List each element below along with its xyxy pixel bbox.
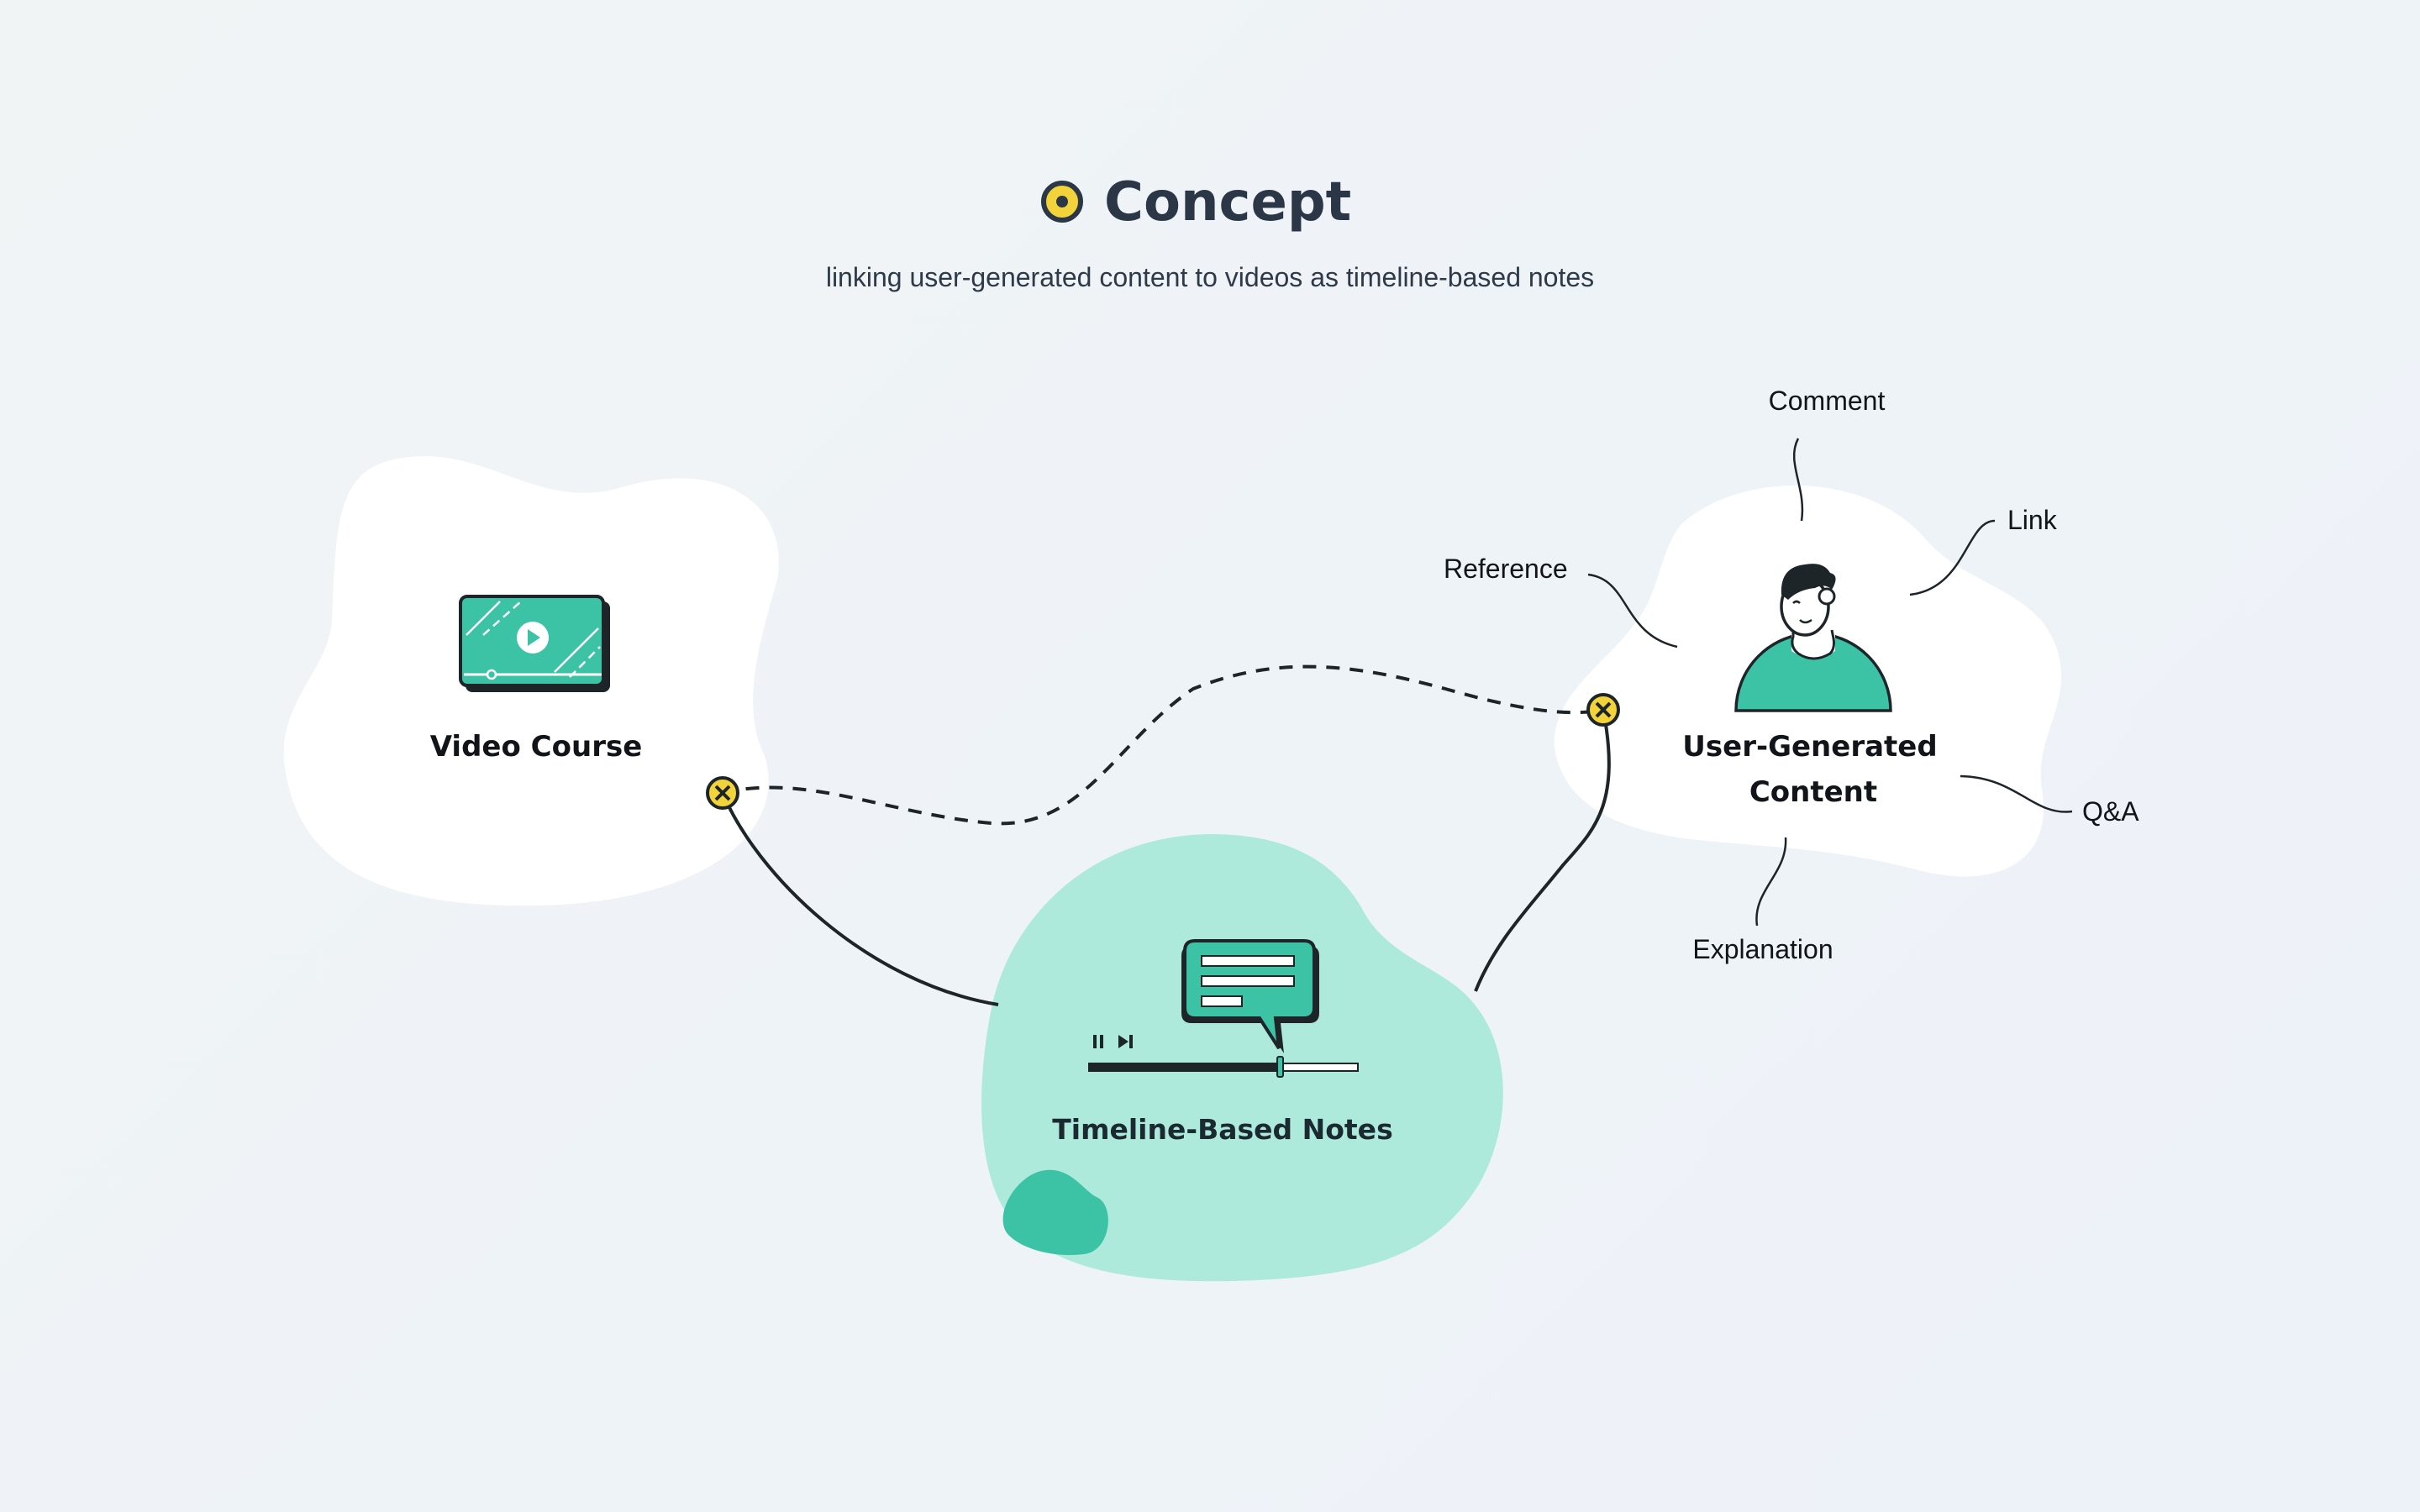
connector-dashed: [722, 664, 1604, 826]
qa-leader-line: [1960, 774, 2073, 813]
ugc-label-line1: User-Generated: [1682, 730, 1937, 764]
connector-video-to-notes: [721, 792, 999, 1006]
pause-icon: [1093, 1035, 1103, 1048]
speech-bubble-icon: [1181, 939, 1319, 1053]
page-subtitle: linking user-generated content to videos…: [826, 262, 1594, 292]
person-avatar-icon: [1734, 564, 1892, 712]
video-course-label: Video Course: [430, 730, 643, 764]
connector-ugc-to-notes: [1474, 709, 1611, 992]
explanation-callout: Explanation: [1692, 934, 1833, 964]
pin-video-course-icon: [706, 776, 739, 810]
timeline-notes-accent-blob: [1002, 1169, 1108, 1256]
qa-callout: Q&A: [2082, 796, 2139, 827]
link-callout: Link: [2007, 505, 2058, 535]
comment-leader-line: [1792, 438, 1804, 522]
video-player-icon: [459, 595, 610, 692]
explanation-leader-line: [1755, 837, 1787, 927]
timeline-notes-blob: [981, 834, 1503, 1282]
page-title: Concept: [1104, 171, 1351, 234]
pin-user-generated-content-icon: [1586, 693, 1620, 727]
link-leader-line: [1909, 519, 1996, 596]
ugc-label-line2: Content: [1749, 775, 1877, 809]
comment-callout: Comment: [1769, 386, 1886, 416]
reference-leader-line: [1587, 573, 1678, 648]
timeline-notes-label: Timeline-Based Notes: [1052, 1113, 1392, 1146]
reference-callout: Reference: [1444, 554, 1568, 584]
skip-forward-icon: [1118, 1035, 1133, 1048]
title-bullet-icon: [1041, 181, 1083, 223]
timeline-progress-bar: [1088, 1056, 1359, 1078]
